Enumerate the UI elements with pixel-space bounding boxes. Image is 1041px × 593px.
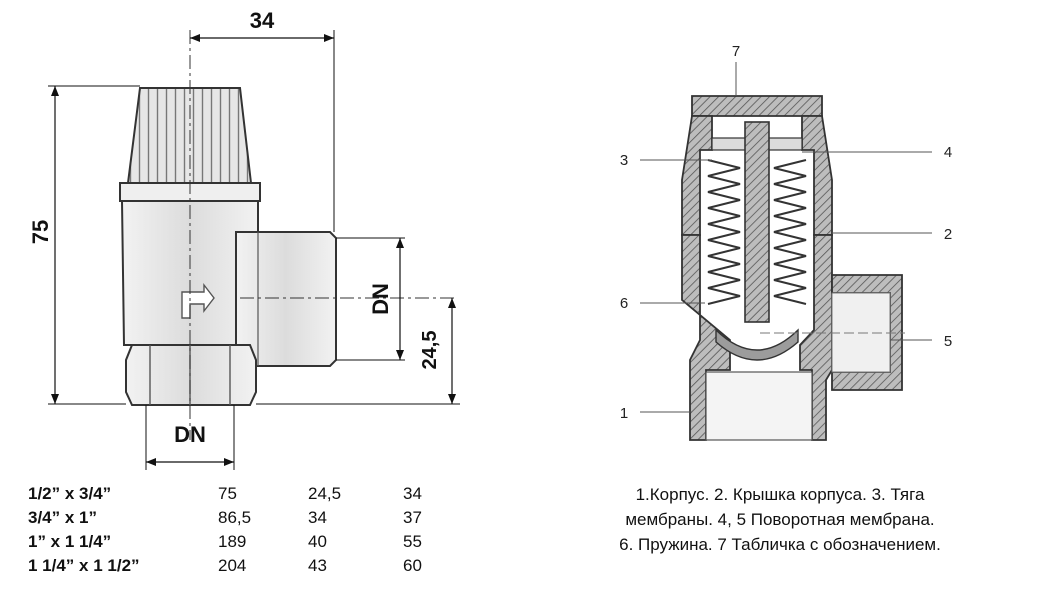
legend-line: мембраны. 4, 5 Поворотная мембрана. xyxy=(625,510,935,529)
callout-7: 7 xyxy=(732,43,740,60)
stem xyxy=(744,121,770,323)
value-cell: 34 xyxy=(308,508,327,527)
value-cell: 60 xyxy=(403,556,422,575)
callout-4: 4 xyxy=(944,144,952,161)
size-cell: 1 1/4” x 1 1/2” xyxy=(28,556,140,575)
dim-width-label: 34 xyxy=(250,8,275,33)
value-cell: 86,5 xyxy=(218,508,252,527)
dim-dn-side-label: DN xyxy=(368,283,393,315)
table-row: 3/4” x 1” 86,5 34 37 xyxy=(28,506,463,530)
value-cell: 43 xyxy=(308,556,327,575)
table-row: 1” x 1 1/4” 189 40 55 xyxy=(28,530,463,554)
value-cell: 34 xyxy=(403,484,422,503)
table-row: 1 1/4” x 1 1/2” 204 43 60 xyxy=(28,554,463,578)
size-cell: 1” x 1 1/4” xyxy=(28,532,112,551)
callout-2: 2 xyxy=(944,226,952,243)
dim-offset-label: 24,5 xyxy=(419,331,441,370)
valve-cross-section: 7 3 4 2 6 5 1 xyxy=(620,43,952,441)
size-table: 1/2” x 3/4” 75 24,5 34 3/4” x 1” 86,5 34… xyxy=(28,482,463,578)
value-cell: 204 xyxy=(218,556,247,575)
callout-6: 6 xyxy=(620,295,628,312)
value-cell: 40 xyxy=(308,532,327,551)
parts-legend: 1.Корпус. 2. Крышка корпуса. 3. Тяга мем… xyxy=(560,482,1000,557)
spring xyxy=(707,159,807,305)
legend-line: 1.Корпус. 2. Крышка корпуса. 3. Тяга xyxy=(635,485,925,504)
value-cell: 189 xyxy=(218,532,247,551)
value-cell: 55 xyxy=(403,532,422,551)
callout-5: 5 xyxy=(944,333,952,350)
dim-height-label: 75 xyxy=(28,220,53,244)
legend-line: 6. Пружина. 7 Табличка с обозначением. xyxy=(619,535,941,554)
cap-section xyxy=(681,115,713,236)
size-cell: 3/4” x 1” xyxy=(28,508,97,527)
value-cell: 37 xyxy=(403,508,422,527)
callout-1: 1 xyxy=(620,405,628,422)
value-cell: 24,5 xyxy=(308,484,342,503)
table-row: 1/2” x 3/4” 75 24,5 34 xyxy=(28,482,463,506)
size-cell: 1/2” x 3/4” xyxy=(28,484,112,503)
value-cell: 75 xyxy=(218,484,237,503)
callout-3: 3 xyxy=(620,152,628,169)
dim-dn-bottom-label: DN xyxy=(174,422,206,447)
membrane xyxy=(715,328,799,361)
hex-nut xyxy=(125,344,257,406)
valve-exterior-drawing: 34 75 DN 24,5 DN xyxy=(28,8,460,470)
